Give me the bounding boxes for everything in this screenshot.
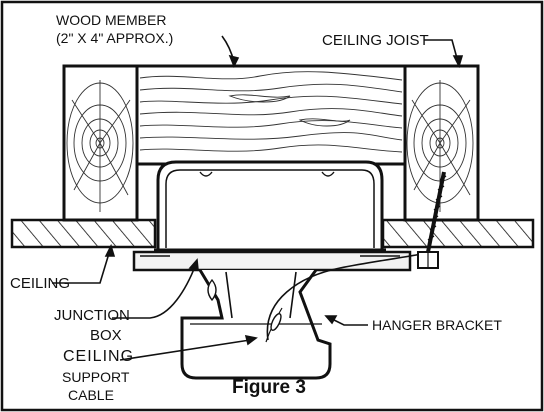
ceiling-right — [381, 218, 535, 249]
wood-member — [135, 64, 407, 166]
figure-caption: Figure 3 — [232, 377, 306, 398]
ceiling-left — [10, 218, 157, 249]
hanger-bracket — [132, 250, 412, 380]
ceiling-support-cable-label-line3: CABLE — [68, 387, 114, 403]
junction-box — [154, 160, 386, 252]
leader-lines — [52, 35, 464, 361]
left-ceiling-joist — [62, 64, 139, 222]
wood-member-label-line2: (2" X 4" APPROX.) — [56, 30, 174, 46]
wood-member-label-line1: WOOD MEMBER — [56, 12, 167, 28]
lag-screw — [417, 171, 447, 269]
junction-box-label-line2: BOX — [90, 327, 122, 344]
ceiling-joist-label: CEILING JOIST — [322, 32, 429, 49]
junction-box-label-line1: JUNCTION — [54, 307, 130, 324]
ceiling-label: CEILING — [10, 275, 71, 292]
ceiling-support-cable-label-line1: CEILING — [63, 348, 135, 365]
ceiling-support-cable — [265, 253, 423, 343]
hanger-bracket-label: HANGER BRACKET — [372, 317, 502, 333]
ceiling-support-cable-label-line2: SUPPORT — [62, 369, 130, 385]
